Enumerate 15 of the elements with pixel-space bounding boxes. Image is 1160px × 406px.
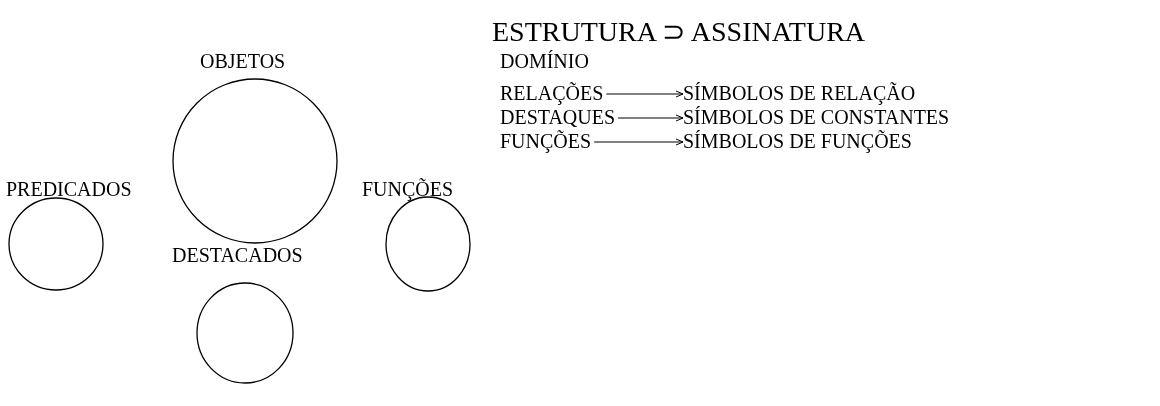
circle-label: OBJETOS bbox=[200, 50, 286, 72]
circle-label: DESTACADOS bbox=[172, 244, 303, 266]
heading: ESTRUTURA ⊃ ASSINATURA bbox=[492, 16, 866, 48]
term-text: SÍMBOLOS DE CONSTANTES bbox=[683, 106, 950, 128]
term-text: DESTAQUES bbox=[500, 106, 658, 128]
arrow bbox=[593, 138, 684, 146]
term-text: DOMÍNIO bbox=[500, 50, 589, 72]
term-text: FUNÇÕES bbox=[500, 130, 658, 152]
term-text: RELAÇÕES bbox=[500, 82, 658, 104]
circle-label: FUNÇÕES bbox=[362, 178, 454, 200]
term-text: SÍMBOLOS DE FUNÇÕES bbox=[683, 130, 912, 152]
arrow bbox=[605, 90, 684, 98]
term-text: SÍMBOLOS DE RELAÇÃO bbox=[683, 82, 916, 104]
arrow bbox=[617, 114, 684, 122]
circle-label: PREDICADOS bbox=[6, 178, 132, 200]
